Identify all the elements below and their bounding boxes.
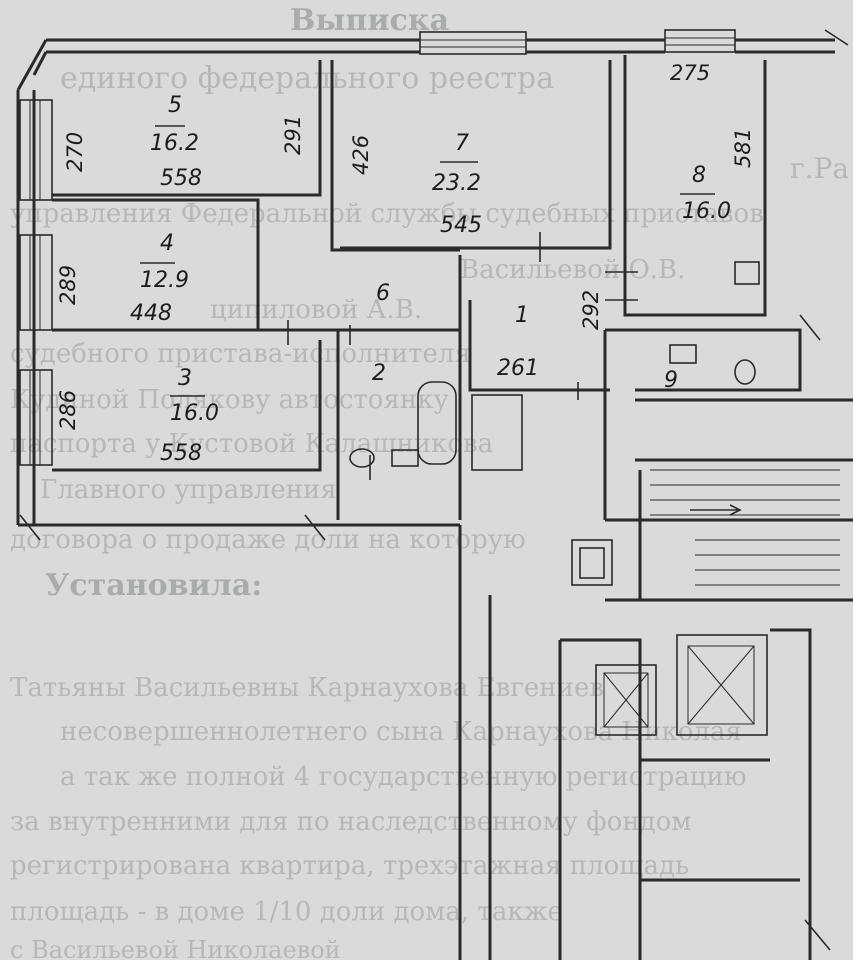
- sink-icon: [734, 261, 760, 285]
- room-2-label: 2: [372, 361, 386, 386]
- room-8-width: 581: [731, 128, 755, 168]
- room-4-length: 448: [130, 301, 172, 326]
- room-8-label: 8 16.0 275 581: [670, 61, 755, 224]
- room-1-number: 1: [515, 303, 529, 328]
- room-9-number: 9: [664, 368, 678, 393]
- bg-line-17: регистрирована квартира, трехэтажная пло…: [10, 851, 689, 881]
- room-5-width: 270: [63, 132, 87, 172]
- room-6-number: 6: [376, 281, 390, 306]
- room-5-side: 291: [281, 115, 305, 155]
- room-2-number: 2: [372, 361, 386, 386]
- room-5-label: 5 16.2 558 270 291: [63, 93, 305, 191]
- ventilation-shaft-icon: [676, 634, 768, 736]
- room-7-area: 23.2: [432, 171, 481, 196]
- room-7-width: 426: [349, 135, 373, 175]
- room-4-width: 289: [56, 265, 80, 305]
- room-4-label: 4 12.9 448 289: [56, 231, 189, 326]
- stairs-icon: [650, 469, 840, 586]
- room-3-width: 286: [56, 390, 80, 430]
- room-1-label: 1 261 292: [497, 290, 603, 381]
- room-6-label: 6: [376, 281, 390, 306]
- room-8-length: 275: [670, 61, 710, 85]
- windows: [19, 29, 736, 466]
- room-3-number: 3: [178, 366, 192, 391]
- bg-line-3: г.Ра: [790, 152, 849, 185]
- room-4-number: 4: [160, 231, 174, 256]
- bg-line-19: с Васильевой Николаевой: [10, 936, 341, 960]
- chimney-icon: [571, 539, 613, 586]
- room-4-area: 12.9: [140, 268, 189, 293]
- fixtures: [349, 261, 840, 736]
- bg-line-14: несовершеннолетнего сына Карнаухова Нико…: [60, 717, 742, 747]
- room-1-width: 292: [579, 290, 603, 330]
- toilet-icon: [349, 448, 375, 468]
- bg-line-9: паспорта у Кустовой Калашникова: [10, 429, 493, 459]
- bg-line-16: за внутренними для по наследственному фо…: [10, 807, 691, 837]
- bg-line-18: площадь - в доме 1/10 доли дома, также: [10, 897, 563, 927]
- bg-line-6: ципиловой А.В.: [210, 295, 422, 325]
- room-5-length: 558: [160, 166, 202, 191]
- outer-walls: [16, 38, 835, 960]
- room-5-area: 16.2: [150, 131, 199, 156]
- bg-line-7: судебного пристава-исполнителя: [10, 339, 471, 369]
- bg-line-8: Кудиной Полякову автостоянку: [10, 385, 449, 415]
- bg-line-15: а так же полной 4 государственную регист…: [60, 762, 747, 792]
- sink-icon: [391, 449, 419, 467]
- bg-line-12: Установила:: [45, 568, 262, 603]
- room-3-label: 3 16.0 558 286: [56, 366, 219, 466]
- shower-icon: [471, 394, 523, 471]
- bg-line-2: единого федерального реестра: [60, 61, 554, 96]
- room-7-number: 7: [455, 131, 469, 156]
- bathtub-icon: [417, 381, 457, 465]
- room-8-number: 8: [692, 163, 706, 188]
- room-3-length: 558: [160, 441, 202, 466]
- interior-walls: [52, 55, 853, 960]
- sink-icon: [669, 344, 697, 364]
- bg-line-5: Васильевой О.В.: [460, 255, 685, 285]
- bg-line-13: Татьяны Васильевны Карнаухова Евгениев: [10, 673, 604, 703]
- bg-line-10: Главного управления: [40, 475, 337, 505]
- room-5-number: 5: [168, 93, 182, 118]
- room-9-label: 9: [664, 368, 678, 393]
- bg-line-4: управления Федеральной службы судебных п…: [10, 199, 764, 229]
- bg-line-11: договора о продаже доли на которую: [10, 525, 526, 555]
- room-3-area: 16.0: [170, 401, 219, 426]
- room-7-length: 545: [440, 213, 482, 238]
- room-7-label: 7 23.2 545 426: [349, 131, 482, 238]
- background-document-text: Выписка единого федерального реестра г.Р…: [10, 3, 849, 960]
- door-ticks: [19, 29, 849, 951]
- room-1-length: 261: [497, 356, 539, 381]
- ventilation-shaft-icon: [595, 664, 657, 736]
- room-8-area: 16.0: [682, 199, 731, 224]
- toilet-icon: [734, 359, 756, 385]
